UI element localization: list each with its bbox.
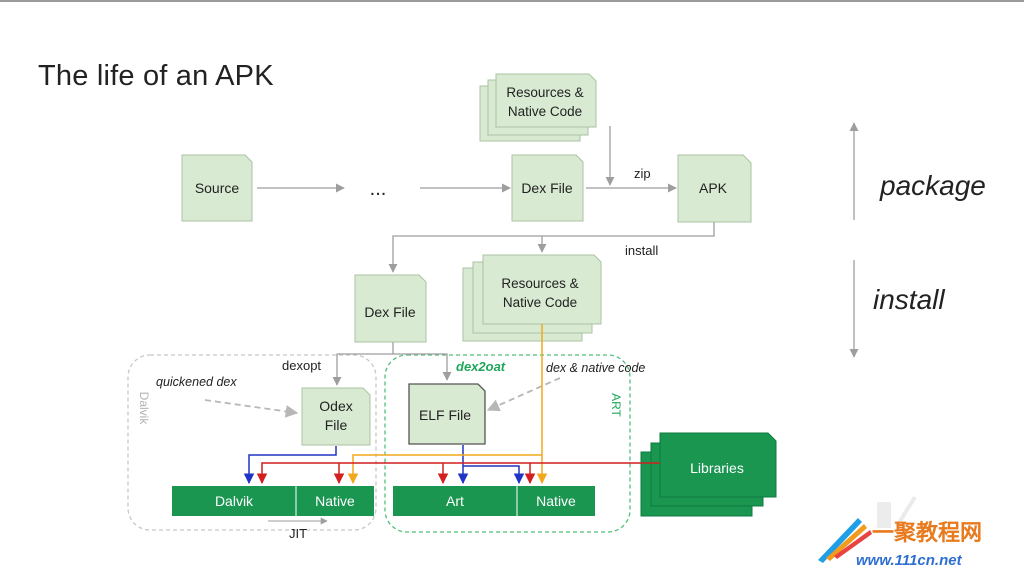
dex-file-top-label: Dex File	[521, 180, 573, 196]
dex-file-mid-label: Dex File	[364, 304, 416, 320]
resources-mid-line2: Native Code	[503, 295, 577, 310]
dalvik-group-label: Dalvik	[137, 392, 151, 426]
elf-file-box: ELF File	[408, 383, 486, 445]
bar-dalvik-label: Dalvik	[215, 493, 254, 509]
blue-arrow-odex-to-dalvik	[243, 446, 337, 485]
resources-top-line1: Resources &	[506, 85, 583, 100]
red-arrow-libraries-to-dalvik	[256, 462, 660, 485]
package-phase-label: package	[879, 170, 986, 201]
io-logo-mark	[877, 495, 917, 528]
resources-top-line2: Native Code	[508, 104, 582, 119]
ellipsis-label: ...	[370, 178, 387, 200]
dalvik-group-region	[127, 354, 377, 531]
orange-arrow-resources-to-native-left	[347, 454, 542, 485]
libraries-stack: Libraries	[640, 432, 777, 517]
art-runtime-bar: Art Native	[393, 486, 595, 516]
libraries-label: Libraries	[690, 460, 744, 476]
bar-art-label: Art	[446, 493, 464, 509]
arrow-quickened-dex	[204, 399, 299, 418]
watermark-logo: 一聚教程网 www.111cn.net	[818, 518, 982, 569]
arrow-apk-install-to-dex	[388, 222, 715, 273]
watermark-url: www.111cn.net	[856, 552, 963, 569]
zip-label: zip	[634, 166, 651, 181]
resources-stack-mid: Resources & Native Code	[462, 254, 602, 342]
elf-file-label: ELF File	[419, 407, 471, 423]
slide-title: The life of an APK	[38, 60, 274, 92]
art-group-region	[384, 354, 631, 533]
resources-mid-line1: Resources &	[501, 276, 578, 291]
blue-arrow-elf-to-native	[463, 465, 525, 485]
dex-file-top-box: Dex File	[511, 154, 584, 222]
art-group-label: ART	[609, 393, 623, 417]
source-label: Source	[195, 180, 240, 196]
apk-box: APK	[677, 154, 752, 223]
odex-label-line2: File	[325, 417, 348, 433]
odex-label-line1: Odex	[319, 398, 352, 414]
arrow-dex2oat	[393, 353, 452, 381]
apk-label: APK	[699, 180, 728, 196]
jit-label: JIT	[289, 526, 307, 541]
dexopt-label: dexopt	[282, 358, 321, 373]
quickened-dex-label: quickened dex	[156, 375, 237, 389]
bar-native-right-label: Native	[536, 493, 576, 509]
install-edge-label: install	[625, 243, 658, 258]
watermark-brand: 一聚教程网	[872, 520, 982, 545]
arrow-dexopt	[332, 342, 394, 386]
dalvik-runtime-bar: Dalvik Native	[172, 486, 374, 516]
odex-file-box: Odex File	[301, 387, 371, 446]
arrow-dex-native-code	[486, 377, 561, 412]
bar-native-left-label: Native	[315, 493, 355, 509]
dex2oat-label: dex2oat	[456, 359, 506, 374]
resources-stack-top: Resources & Native Code	[479, 73, 597, 142]
dex-file-mid-box: Dex File	[354, 274, 427, 343]
source-box: Source	[181, 154, 253, 222]
top-rule	[0, 0, 1024, 2]
dex-native-code-label: dex & native code	[546, 361, 645, 375]
install-phase-label: install	[873, 284, 945, 315]
